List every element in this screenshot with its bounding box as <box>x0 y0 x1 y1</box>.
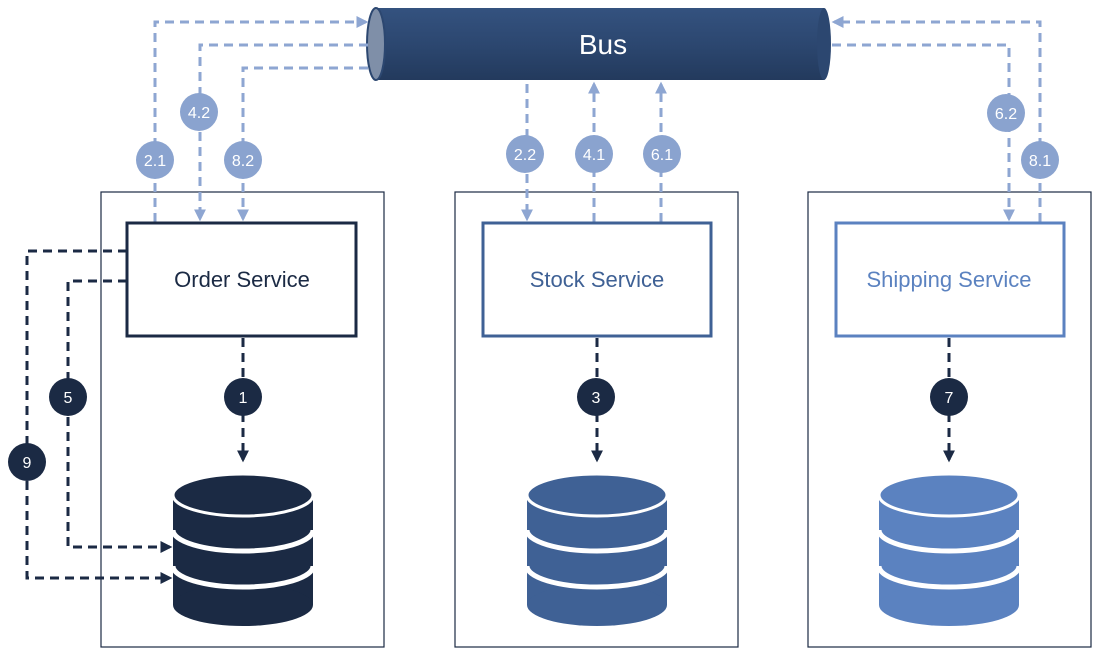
step-badge-2-1: 2.1 <box>136 141 174 179</box>
shipping-service-box: Shipping Service <box>834 221 1066 338</box>
step-badge-4-1: 4.1 <box>575 135 613 173</box>
shipping-container <box>807 191 1092 648</box>
order-service-box: Order Service <box>125 221 358 338</box>
step-badge-8-1: 8.1 <box>1021 141 1059 179</box>
bus-cylinder: Bus <box>366 7 831 81</box>
svg-text:2.2: 2.2 <box>514 147 536 164</box>
step-badge-6-1: 6.1 <box>643 135 681 173</box>
svg-text:3: 3 <box>592 390 601 407</box>
arrow-6-2 <box>832 43 1015 222</box>
step-badge-2-2: 2.2 <box>506 135 544 173</box>
arrow-5 <box>66 279 173 553</box>
order-service-label: Order Service <box>174 267 310 292</box>
step-badge-4-2: 4.2 <box>180 93 218 131</box>
shipping-database-icon <box>876 472 1022 626</box>
step-badge-8-2: 8.2 <box>224 141 262 179</box>
arrow-8-2 <box>237 66 368 222</box>
svg-text:1: 1 <box>239 390 248 407</box>
shipping-service-label: Shipping Service <box>866 267 1031 292</box>
step-badge-7: 7 <box>930 378 968 416</box>
bus-label: Bus <box>579 29 627 60</box>
arrow-4-2 <box>194 43 368 222</box>
step-badge-6-2: 6.2 <box>987 94 1025 132</box>
svg-text:4.1: 4.1 <box>583 147 605 164</box>
stock-database-icon <box>524 472 670 626</box>
step-badge-9: 9 <box>8 443 46 481</box>
order-database-icon <box>170 472 316 626</box>
svg-text:5: 5 <box>64 390 73 407</box>
step-badge-5: 5 <box>49 378 87 416</box>
stock-container <box>454 191 739 648</box>
svg-text:4.2: 4.2 <box>188 105 210 122</box>
svg-text:7: 7 <box>945 390 954 407</box>
svg-text:6.2: 6.2 <box>995 106 1017 123</box>
svg-text:8.1: 8.1 <box>1029 153 1051 170</box>
svg-text:9: 9 <box>23 455 32 472</box>
svg-text:2.1: 2.1 <box>144 153 166 170</box>
svg-text:8.2: 8.2 <box>232 153 254 170</box>
arrow-9 <box>25 249 173 584</box>
svg-text:6.1: 6.1 <box>651 147 673 164</box>
step-badge-3: 3 <box>577 378 615 416</box>
stock-service-label: Stock Service <box>530 267 665 292</box>
step-badge-1: 1 <box>224 378 262 416</box>
stock-service-box: Stock Service <box>481 221 713 338</box>
